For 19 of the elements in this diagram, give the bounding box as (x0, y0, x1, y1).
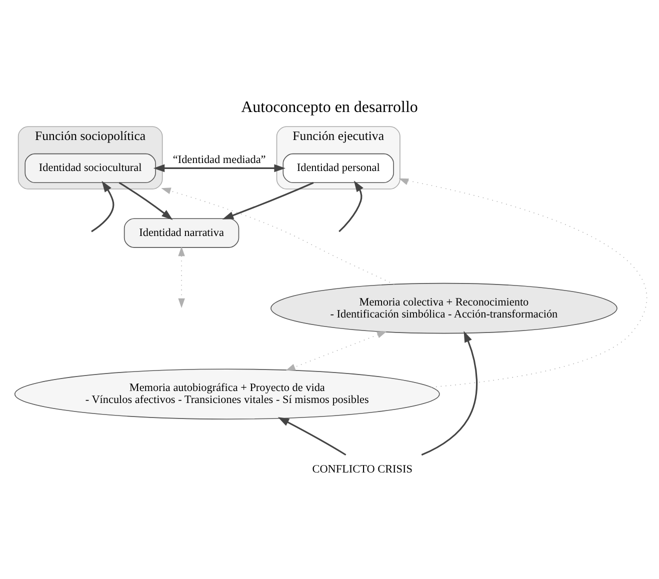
diagram-title: Autoconcepto en desarrollo (241, 98, 418, 116)
arrow (118, 182, 173, 220)
arrow (178, 246, 185, 308)
node-ellipse: Memoria colectiva + Reconocimiento - Identificación simbólica - Acción-transformación (270, 282, 618, 334)
arrow (338, 180, 364, 232)
arrow (222, 181, 314, 219)
arrow (161, 187, 395, 284)
arrow (286, 330, 387, 370)
arrow (421, 330, 478, 456)
node-text: CONFLICTO CRISIS (312, 462, 412, 475)
node-box: Identidad sociocultural (24, 152, 156, 183)
node-box: Identidad narrativa (124, 218, 240, 248)
arrow (398, 178, 648, 388)
arrow (91, 180, 114, 232)
node-ellipse: Memoria autobiográfica + Proyecto de vida - Vínculos afectivos - Transiciones vitales - Sí mismos posibles (14, 368, 440, 419)
arrow (153, 164, 286, 172)
node-box: Identidad personal (282, 152, 394, 183)
edge-label: “Identidad mediada” (172, 153, 266, 166)
arrow (278, 416, 346, 456)
